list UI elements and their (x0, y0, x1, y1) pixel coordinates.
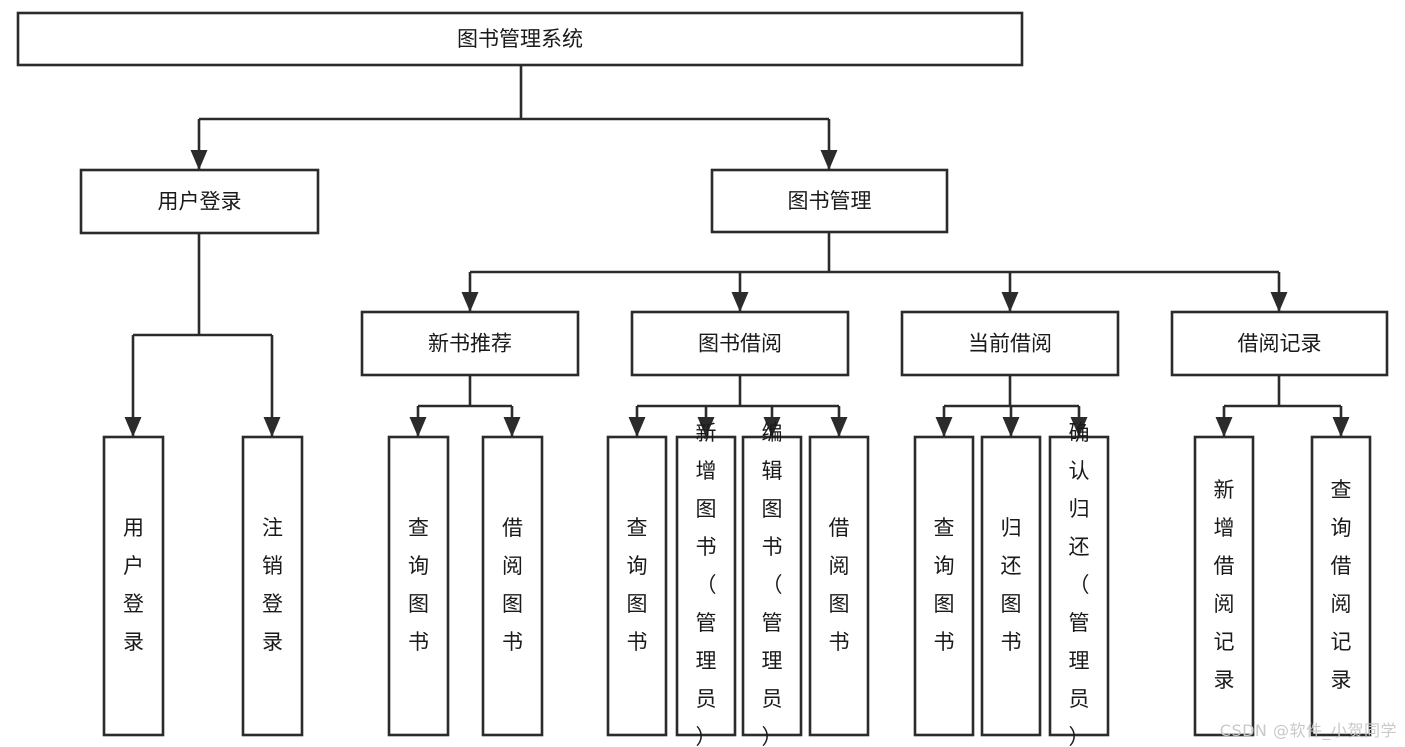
node-leaf-confirm[interactable]: 确认归还（管理员） (1048, 421, 1110, 747)
node-leaf-query-2[interactable]: 查询图书 (606, 435, 668, 737)
node-leaf-return[interactable]: 归还图书 (980, 435, 1042, 737)
node-label: 查询图书 (934, 516, 955, 654)
node-label: 借阅图书 (502, 516, 523, 654)
node-label: 用户登录 (123, 516, 144, 654)
edges-layer (124, 65, 1350, 437)
node-box[interactable] (710, 168, 949, 234)
node-leaf-borrow-1[interactable]: 借阅图书 (481, 435, 544, 737)
node-box[interactable] (481, 435, 544, 737)
edge-group-root-to-level2 (190, 65, 838, 170)
node-label: 当前借阅 (968, 332, 1052, 356)
node-leaf-user-login[interactable]: 用户登录 (102, 435, 165, 737)
node-box[interactable] (1310, 435, 1372, 737)
node-label: 图书借阅 (698, 332, 782, 356)
arrow-head (1070, 417, 1088, 437)
arrow-head (731, 292, 749, 312)
arrow-head (461, 292, 479, 312)
arrow-head (124, 417, 142, 437)
node-box[interactable] (102, 435, 165, 737)
edge-group-new-book-rec-to-leaves (409, 375, 521, 437)
node-book-borrow[interactable]: 图书借阅 (630, 310, 850, 377)
arrow-head (503, 417, 521, 437)
node-box[interactable] (16, 11, 1024, 67)
node-label: 图书管理 (788, 189, 872, 213)
node-leaf-query-1[interactable]: 查询图书 (387, 435, 450, 737)
edge-group-book-borrow-to-leaves (628, 375, 848, 437)
node-box[interactable] (741, 435, 803, 737)
node-label: 查询借阅记录 (1331, 478, 1352, 692)
node-box[interactable] (808, 435, 870, 737)
edge-group-current-borrow-to-leaves (935, 375, 1088, 437)
arrow-head (1001, 292, 1019, 312)
arrow-head (409, 417, 427, 437)
node-leaf-edit-book[interactable]: 编辑图书（管理员） (741, 421, 803, 747)
node-label: 编辑图书（管理员） (762, 421, 783, 747)
edge-group-borrow-record-to-leaves (1215, 375, 1350, 437)
arrow-head (263, 417, 281, 437)
node-new-book-rec[interactable]: 新书推荐 (360, 310, 580, 377)
node-root[interactable]: 图书管理系统 (16, 11, 1024, 67)
node-label: 确认归还（管理员） (1069, 421, 1090, 747)
node-label: 图书管理系统 (457, 27, 583, 51)
arrow-head (935, 417, 953, 437)
arrow-head (1270, 292, 1288, 312)
node-leaf-query-3[interactable]: 查询图书 (913, 435, 975, 737)
node-box[interactable] (1193, 435, 1255, 737)
node-box[interactable] (241, 435, 304, 737)
node-label: 借阅记录 (1238, 332, 1322, 356)
node-box[interactable] (606, 435, 668, 737)
node-box[interactable] (387, 435, 450, 737)
node-label: 新书推荐 (428, 332, 512, 356)
node-label: 查询图书 (627, 516, 648, 654)
node-box[interactable] (360, 310, 580, 377)
node-label: 新增图书（管理员） (696, 421, 717, 747)
node-label: 用户登录 (158, 190, 242, 214)
arrow-head (1332, 417, 1350, 437)
node-box[interactable] (980, 435, 1042, 737)
node-box[interactable] (1170, 310, 1389, 377)
node-label: 借阅图书 (829, 516, 850, 654)
node-label: 注销登录 (262, 516, 283, 654)
node-box[interactable] (1048, 435, 1110, 737)
node-current-borrow[interactable]: 当前借阅 (900, 310, 1120, 377)
arrow-head (697, 417, 715, 437)
nodes-layer: 图书管理系统用户登录图书管理新书推荐图书借阅当前借阅借阅记录用户登录注销登录查询… (16, 11, 1389, 747)
edge-group-user-login-to-leaves (124, 233, 281, 437)
node-leaf-logout[interactable]: 注销登录 (241, 435, 304, 737)
arrow-head (1215, 417, 1233, 437)
node-box[interactable] (913, 435, 975, 737)
node-label: 归还图书 (1001, 516, 1022, 654)
node-box[interactable] (79, 168, 320, 235)
node-box[interactable] (675, 435, 737, 737)
node-user-login[interactable]: 用户登录 (79, 168, 320, 235)
node-box[interactable] (900, 310, 1120, 377)
edge-group-book-manage-to-level3 (461, 232, 1288, 312)
node-leaf-add-book[interactable]: 新增图书（管理员） (675, 421, 737, 747)
arrow-head (628, 417, 646, 437)
arrow-head (190, 150, 208, 170)
node-borrow-record[interactable]: 借阅记录 (1170, 310, 1389, 377)
node-leaf-query-rec[interactable]: 查询借阅记录 (1310, 435, 1372, 737)
arrow-head (763, 417, 781, 437)
arrow-head (1002, 417, 1020, 437)
arrow-head (820, 150, 838, 170)
node-label: 新增借阅记录 (1214, 478, 1235, 692)
node-book-manage[interactable]: 图书管理 (710, 168, 949, 234)
arrow-head (830, 417, 848, 437)
node-leaf-borrow-2[interactable]: 借阅图书 (808, 435, 870, 737)
node-leaf-add-rec[interactable]: 新增借阅记录 (1193, 435, 1255, 737)
node-label: 查询图书 (408, 516, 429, 654)
node-box[interactable] (630, 310, 850, 377)
